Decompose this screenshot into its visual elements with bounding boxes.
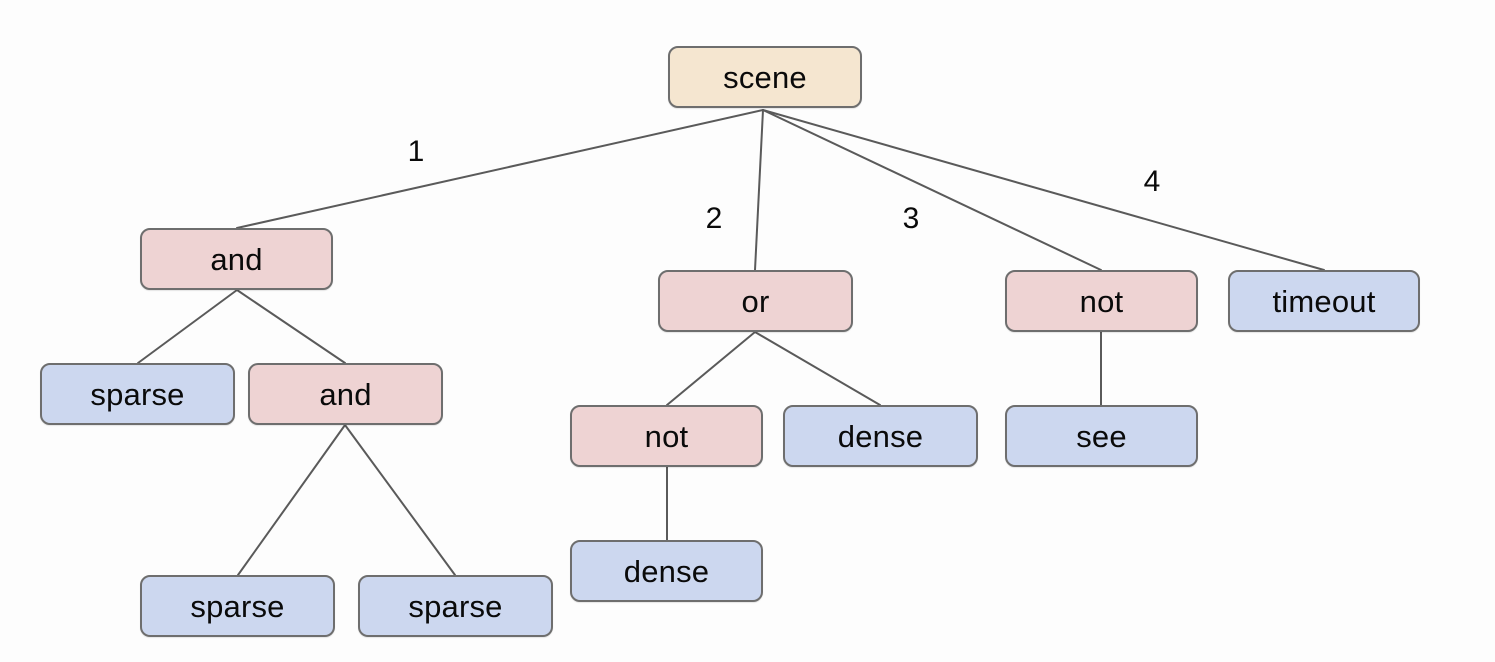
tree-node-label: dense [837, 418, 924, 454]
tree-node-and1[interactable]: and [140, 228, 333, 290]
tree-node-label: not [1079, 283, 1124, 319]
edge-order-label-2: 2 [705, 202, 723, 235]
tree-node-label: and [319, 376, 372, 412]
tree-node-label: see [1076, 418, 1127, 454]
tree-edge-and2-to-sparse3 [344, 424, 456, 576]
tree-node-sparse2[interactable]: sparse [140, 575, 335, 637]
tree-node-dense2[interactable]: dense [570, 540, 763, 602]
tree-edge-and1-to-and2 [236, 289, 346, 364]
tree-node-label: sparse [90, 376, 185, 412]
edge-order-label-4: 4 [1143, 165, 1161, 198]
tree-node-label: and [210, 241, 263, 277]
tree-node-label: dense [623, 553, 710, 589]
tree-node-or1[interactable]: or [658, 270, 853, 332]
tree-node-label: sparse [408, 588, 503, 624]
tree-node-label: scene [723, 59, 807, 95]
edge-order-label-3: 3 [902, 202, 920, 235]
tree-node-sparse3[interactable]: sparse [358, 575, 553, 637]
tree-node-label: sparse [190, 588, 285, 624]
edge-order-label-1: 1 [407, 135, 425, 168]
tree-edge-and1-to-sparse1 [137, 289, 238, 364]
tree-node-label: not [644, 418, 689, 454]
tree-node-and2[interactable]: and [248, 363, 443, 425]
tree-edge-or1-to-dense1 [754, 331, 881, 406]
tree-edge-and2-to-sparse2 [237, 424, 346, 576]
tree-edge-scene-to-or1 [754, 109, 764, 271]
tree-edge-or1-to-not2 [666, 331, 756, 406]
tree-node-not2[interactable]: not [570, 405, 763, 467]
tree-edge-scene-to-timeout [762, 109, 1325, 271]
tree-edge-scene-to-and1 [236, 109, 764, 229]
tree-node-not1[interactable]: not [1005, 270, 1198, 332]
tree-node-scene[interactable]: scene [668, 46, 862, 108]
tree-node-sparse1[interactable]: sparse [40, 363, 235, 425]
tree-edge-scene-to-not1 [762, 109, 1102, 271]
tree-node-label: timeout [1272, 283, 1376, 319]
tree-node-dense1[interactable]: dense [783, 405, 978, 467]
tree-node-timeout[interactable]: timeout [1228, 270, 1420, 332]
tree-node-see[interactable]: see [1005, 405, 1198, 467]
tree-node-label: or [741, 283, 770, 319]
